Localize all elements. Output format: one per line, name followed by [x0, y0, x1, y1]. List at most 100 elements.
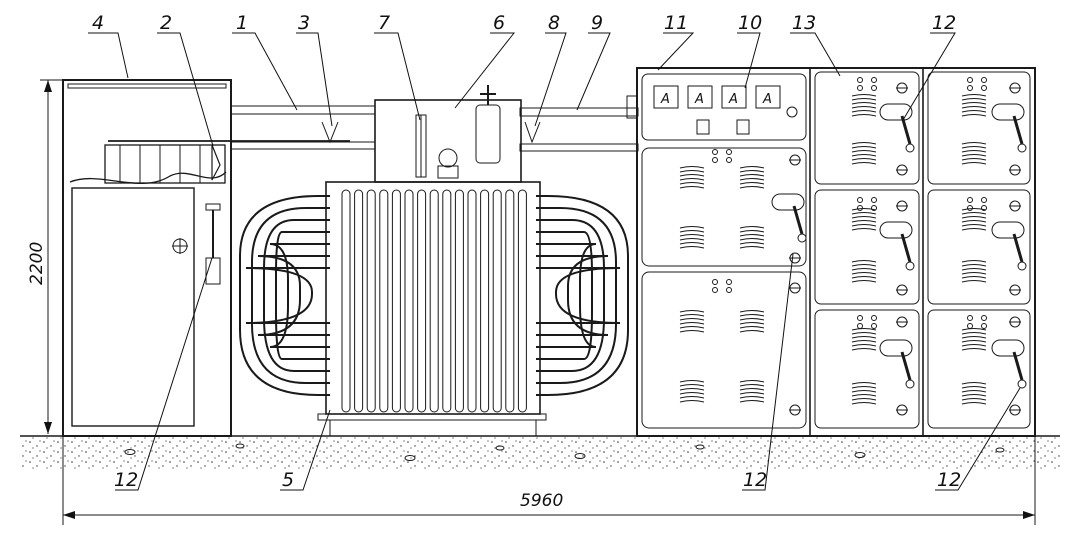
vent-slat	[961, 212, 987, 215]
core-fin	[354, 189, 364, 413]
vent-slat	[851, 212, 877, 215]
vent-slat	[961, 340, 987, 343]
vent-slat	[679, 234, 705, 237]
vent-slat	[679, 392, 705, 395]
core-fin	[341, 189, 351, 413]
vent-slat	[961, 398, 987, 401]
vent-slat	[961, 94, 987, 97]
vent-slat	[851, 110, 877, 113]
vent-slat	[851, 328, 877, 331]
terminal	[967, 205, 973, 211]
vent-slat	[679, 396, 705, 399]
vent-slat	[851, 268, 877, 271]
vent-slat	[851, 142, 877, 145]
vent-slat	[739, 392, 765, 395]
core-fin	[442, 189, 452, 413]
vent-slat	[961, 146, 987, 149]
ammeter-label: A	[660, 92, 670, 107]
vent-slat	[851, 332, 877, 335]
label-5: 5	[282, 469, 294, 491]
vent-slat	[679, 310, 705, 313]
core-fin	[366, 189, 376, 413]
vent-slat	[739, 246, 765, 249]
vent-slat	[679, 380, 705, 383]
terminal	[967, 77, 973, 83]
terminal	[726, 157, 732, 163]
core-fin	[492, 189, 502, 413]
vent-slat	[679, 182, 705, 185]
radiator-tube	[239, 195, 330, 396]
vent-slat	[739, 170, 765, 173]
vent-slat	[851, 348, 877, 351]
vent-slat	[961, 264, 987, 267]
vent-slat	[851, 162, 877, 165]
terminal	[871, 85, 877, 91]
terminal	[981, 315, 987, 321]
terminal	[726, 279, 732, 285]
vent-slat	[851, 272, 877, 275]
ammeter-frame	[721, 85, 747, 109]
terminal	[981, 323, 987, 329]
vent-slat	[739, 330, 765, 333]
vent-slat	[679, 226, 705, 229]
ammeter-label: A	[694, 92, 704, 107]
vent-slat	[961, 272, 987, 275]
vent-slat	[739, 318, 765, 321]
vent-slat	[679, 170, 705, 173]
vent-slat	[679, 174, 705, 177]
vent-slat	[961, 162, 987, 165]
ground	[20, 435, 1060, 469]
terminal	[871, 205, 877, 211]
label-12-right: 12	[937, 469, 961, 491]
transformer-top	[374, 85, 522, 183]
terminal	[712, 279, 718, 285]
ammeter-label: A	[728, 92, 738, 107]
vent-slat	[739, 310, 765, 313]
vent-slat	[739, 322, 765, 325]
vent-slat	[961, 390, 987, 393]
vent-slat	[961, 276, 987, 279]
label-12-left: 12	[114, 469, 138, 491]
label-2: 2	[160, 12, 172, 34]
radiator-tube	[536, 219, 605, 372]
switch-handle	[991, 339, 1025, 357]
radiator-tube	[536, 231, 593, 360]
terminal	[967, 315, 973, 321]
label-11: 11	[664, 12, 688, 34]
vent-slat	[851, 216, 877, 219]
vent-slat	[679, 242, 705, 245]
vent-slat	[851, 382, 877, 385]
vent-slat	[851, 98, 877, 101]
switch-handle	[991, 103, 1025, 121]
core-fin	[467, 189, 477, 413]
terminal	[871, 323, 877, 329]
vent-slat	[679, 384, 705, 387]
vent-slat	[851, 114, 877, 117]
vent-slat	[851, 158, 877, 161]
vent-slat	[961, 344, 987, 347]
vent-slat	[851, 276, 877, 279]
terminal	[857, 315, 863, 321]
label-12-mid: 12	[743, 469, 767, 491]
terminal	[712, 149, 718, 155]
transformer-body	[239, 181, 629, 436]
vent-slat	[961, 98, 987, 101]
terminal	[871, 197, 877, 203]
vent-slat	[851, 402, 877, 405]
vent-slat	[679, 388, 705, 391]
vent-slat	[851, 344, 877, 347]
vent-slat	[851, 398, 877, 401]
vent-slat	[961, 394, 987, 397]
terminal	[857, 197, 863, 203]
vent-slat	[961, 228, 987, 231]
label-13: 13	[792, 12, 816, 34]
label-1: 1	[236, 12, 248, 34]
vent-slat	[851, 394, 877, 397]
vent-slat	[851, 146, 877, 149]
vent-slat	[961, 280, 987, 283]
radiator-tube	[536, 267, 621, 324]
bus-ducts	[108, 95, 639, 152]
vent-slat	[739, 242, 765, 245]
vent-slat	[961, 268, 987, 271]
